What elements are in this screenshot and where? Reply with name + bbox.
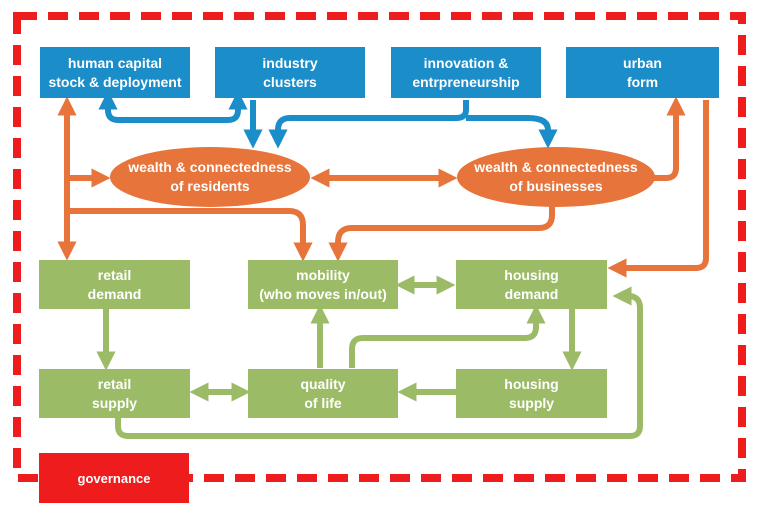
human-capital-box: human capital stock & deployment (40, 47, 190, 98)
governance-box: governance (39, 453, 189, 503)
housing-demand-line2: demand (504, 285, 559, 302)
innovation-box: innovation & entrpreneurship (391, 47, 541, 98)
human-capital-line1: human capital (67, 54, 163, 71)
innovation-line2: entrpreneurship (412, 73, 520, 90)
housing-supply-line2: supply (508, 394, 555, 411)
urban-form-line1: urban (623, 54, 662, 71)
retail-demand-line1: retail (97, 266, 132, 283)
innovation-line1: innovation & (423, 54, 509, 71)
arrow-spine-to-mobility (67, 208, 313, 262)
arrow-innovation-to-businesses (466, 115, 558, 149)
arrow-businesses-to-mobility (328, 206, 555, 262)
governance-label: governance (77, 470, 151, 486)
human-capital-line2: stock & deployment (48, 73, 182, 90)
arrow-innovation-to-wealth (268, 100, 469, 149)
retail-supply-box: retail supply (39, 369, 190, 418)
arrow-retail-supply-to-housing-demand (115, 286, 643, 439)
housing-supply-box: housing supply (456, 369, 607, 418)
retail-demand-box: retail demand (39, 260, 190, 309)
system-boundary (13, 12, 746, 482)
wealth-residents-oval: wealth & connectedness of residents (110, 147, 310, 207)
industry-clusters-line2: clusters (263, 73, 317, 90)
quality-of-life-box: quality of life (248, 369, 398, 418)
arrow-human-capital-industry (98, 90, 248, 123)
wealth-businesses-line2: of businesses (509, 178, 603, 194)
arrow-businesses-to-urban-form (651, 96, 686, 181)
industry-clusters-box: industry clusters (215, 47, 365, 98)
industry-clusters-line1: industry (262, 54, 318, 71)
retail-supply-line2: supply (91, 394, 138, 411)
wealth-businesses-line1: wealth & connectedness (474, 159, 638, 175)
housing-supply-line1: housing (504, 375, 559, 392)
housing-demand-line1: housing (504, 266, 559, 283)
mobility-box: mobility (who moves in/out) (248, 260, 398, 309)
wealth-residents-line1: wealth & connectedness (128, 159, 292, 175)
arrow-urban-form-to-housing-demand (607, 100, 709, 278)
wealth-businesses-oval: wealth & connectedness of businesses (457, 147, 655, 207)
quality-of-life-line1: quality (300, 375, 346, 392)
arrow-quality-to-housing-demand (349, 304, 546, 368)
retail-supply-line1: retail (97, 375, 132, 392)
mobility-line1: mobility (296, 266, 350, 283)
wealth-residents-line2: of residents (170, 178, 250, 194)
urban-form-box: urban form (566, 47, 719, 98)
quality-of-life-line2: of life (304, 394, 342, 411)
retail-demand-line2: demand (87, 285, 142, 302)
urban-form-line2: form (626, 73, 659, 90)
housing-demand-box: housing demand (456, 260, 607, 309)
mobility-line2: (who moves in/out) (259, 285, 387, 302)
